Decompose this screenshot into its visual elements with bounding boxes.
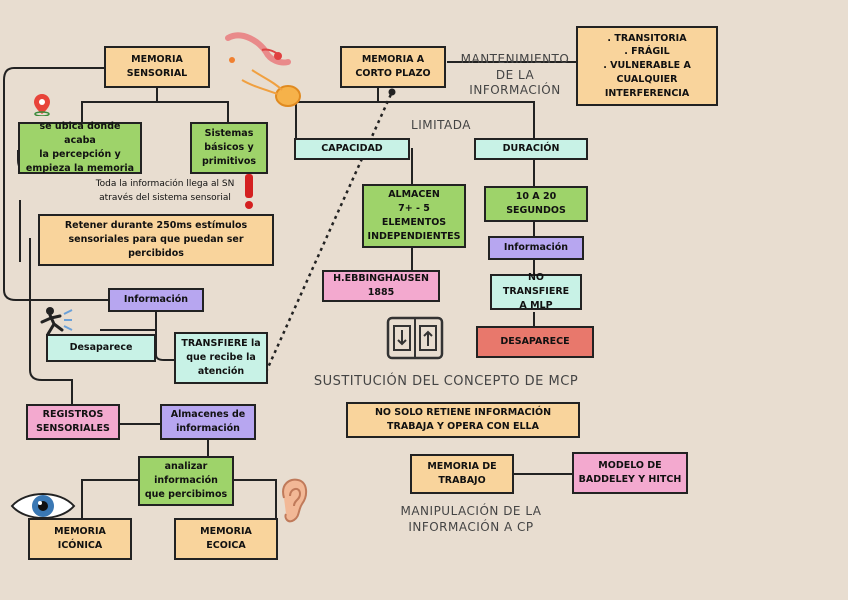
memoria-sensorial-node[interactable]: MEMORIA SENSORIAL — [104, 46, 210, 88]
informacion-right-node[interactable]: Información — [488, 236, 584, 260]
sustitucion-label: SUSTITUCIÓN DEL CONCEPTO DE MCP — [313, 374, 579, 389]
memoria-iconica-node[interactable]: MEMORIA ICÓNICA — [28, 518, 132, 560]
duracion-node[interactable]: DURACIÓN — [474, 138, 588, 160]
toda-info-note: Toda la información llega al SN através … — [95, 179, 235, 203]
mantenimiento-label: MANTENIMIENTO DE LA INFORMACIÓN — [460, 52, 570, 98]
transitoria-node[interactable]: . TRANSITORIA . FRÁGIL . VULNERABLE A CU… — [576, 26, 718, 106]
manipulacion-label: MANIPULACIÓN DE LA INFORMACIÓN A CP — [400, 504, 542, 534]
limitada-label: LIMITADA — [411, 118, 471, 132]
running-person-icon — [40, 307, 73, 336]
baddeley-node[interactable]: MODELO DE BADDELEY Y HITCH — [572, 452, 688, 494]
retener-node[interactable]: Retener durante 250ms estímulos sensoria… — [38, 214, 274, 266]
swap-arrows-icon — [386, 316, 444, 360]
almacenes-node[interactable]: Almacenes de información — [160, 404, 256, 440]
segundos-node[interactable]: 10 A 20 SEGUNDOS — [484, 186, 588, 222]
almacen-node[interactable]: ALMACEN 7+ - 5 ELEMENTOS INDEPENDIENTES — [362, 184, 466, 248]
informacion-left-node[interactable]: Información — [108, 288, 204, 312]
ear-icon — [282, 478, 308, 523]
exclamation-icon — [245, 174, 253, 209]
memoria-ecoica-node[interactable]: MEMORIA ECOICA — [174, 518, 278, 560]
no-solo-node[interactable]: NO SOLO RETIENE INFORMACIÓN TRABAJA Y OP… — [346, 402, 580, 438]
desaparece-right-node[interactable]: DESAPARECE — [476, 326, 594, 358]
transfiere-node[interactable]: TRANSFIERE la que recibe la atención — [174, 332, 268, 384]
map-pin-icon — [34, 94, 50, 116]
brain-nerve-icon — [225, 32, 301, 107]
memoria-trabajo-node[interactable]: MEMORIA DE TRABAJO — [410, 454, 514, 494]
memoria-corto-plazo-node[interactable]: MEMORIA A CORTO PLAZO — [340, 46, 446, 88]
no-transfiere-node[interactable]: NO TRANSFIERE A MLP — [490, 272, 582, 311]
registros-node[interactable]: REGISTROS SENSORIALES — [26, 404, 120, 440]
capacidad-node[interactable]: CAPACIDAD — [294, 138, 410, 160]
eye-icon — [10, 493, 76, 519]
sistemas-node[interactable]: Sistemas básicos y primitivos — [190, 122, 268, 174]
ebbinghausen-node[interactable]: H.EBBINGHAUSEN 1885 — [322, 270, 440, 302]
analizar-node[interactable]: analizar información que percibimos — [138, 456, 234, 506]
desaparece-left-node[interactable]: Desaparece — [46, 334, 156, 362]
ubica-node[interactable]: se ubica donde acaba la percepción y emp… — [18, 121, 142, 174]
